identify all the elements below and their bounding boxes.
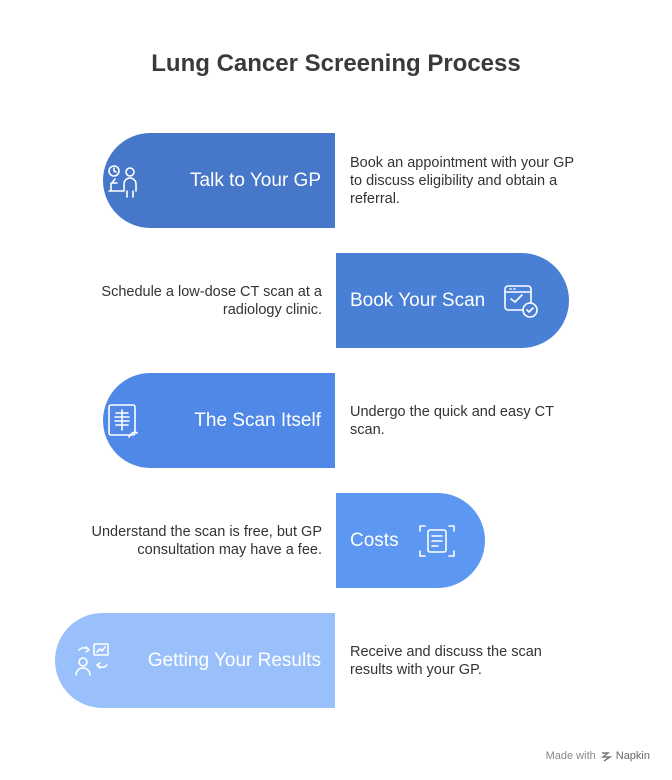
footer-credit: Made with Napkin [546,750,650,762]
step-label: The Scan Itself [194,409,321,431]
step-scan-itself: The Scan Itself [103,373,335,468]
calendar-check-icon [504,284,538,318]
step-book-scan: Book Your Scan [336,253,569,348]
step-costs: Costs [336,493,485,588]
page-title: Lung Cancer Screening Process [151,50,521,77]
xray-chest-icon [108,403,138,438]
step-label: Talk to Your GP [190,169,321,191]
step-label: Book Your Scan [350,289,486,311]
step-description: Undergo the quick and easy CT scan. [350,404,554,438]
footer-brand: Napkin [615,750,650,762]
step-label: Costs [350,529,399,551]
results-discussion-icon [75,642,109,676]
footer-made-with: Made with [545,750,596,762]
document-scan-icon [419,524,455,557]
doctor-consult-icon [108,164,137,198]
step-description: Schedule a low-dose CT scan at a radiolo… [101,284,322,318]
step-description: Understand the scan is free, but GP cons… [91,524,322,558]
step-label: Getting Your Results [147,649,321,671]
step-description: Receive and discuss the scan results wit… [350,644,542,678]
step-description: Book an appointment with your GP to disc… [350,155,574,207]
napkin-logo-icon [600,752,612,762]
step-talk-to-gp: Talk to Your GP [103,133,335,228]
step-getting-results: Getting Your Results [55,613,335,708]
